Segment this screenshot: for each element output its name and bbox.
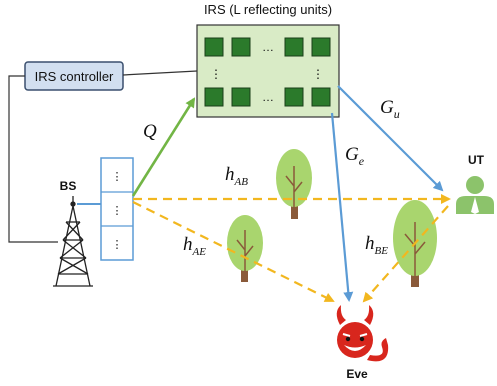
reflecting-unit (311, 87, 331, 107)
channel-hbe-label: hBE (365, 233, 388, 257)
irs-dots-vertical: ⋮ (312, 67, 324, 81)
channel-hae-sub: AE (192, 246, 207, 258)
tree-icon (227, 215, 263, 282)
bs-label: BS (60, 179, 77, 193)
irs-controller: IRS controller (24, 61, 124, 91)
channel-gu-sub: u (394, 107, 400, 121)
reflecting-unit (231, 37, 251, 57)
bs-to-controller-wire (8, 75, 58, 243)
link-irs-to-ut (337, 85, 444, 192)
link-bs-to-irs (131, 97, 196, 197)
channel-hbe-base: h (365, 233, 375, 254)
channel-hbe-sub: BE (375, 245, 389, 257)
channel-ge-sub: e (359, 154, 365, 168)
ut-label: UT (468, 153, 485, 167)
antenna-dots: ⋮ (112, 239, 123, 251)
channel-ge-base: G (345, 144, 359, 165)
controller-to-irs-wire (122, 70, 198, 76)
reflecting-unit (284, 87, 304, 107)
channel-hae-label: hAE (183, 234, 206, 258)
channel-hab-base: h (225, 164, 235, 185)
eve-label: Eve (346, 367, 368, 381)
bs-antenna-array: ⋮ ⋮ ⋮ (77, 157, 134, 261)
antenna-dots: ⋮ (112, 171, 123, 183)
user-icon (456, 176, 494, 214)
irs-panel: … ⋮ ⋮ … (196, 24, 340, 118)
link-irs-to-eve (330, 112, 354, 302)
irs-title: IRS (L reflecting units) (204, 2, 332, 17)
reflecting-unit (204, 37, 224, 57)
tower-icon (53, 196, 93, 287)
irs-dots-vertical: ⋮ (210, 67, 222, 81)
channel-ge-label: Ge (345, 144, 365, 168)
channel-hab-sub: AB (234, 176, 249, 188)
link-bs-to-eve (132, 201, 335, 302)
channel-hae-base: h (183, 234, 193, 255)
reflecting-unit (231, 87, 251, 107)
irs-dots-horizontal: … (262, 90, 274, 104)
irs-dots-horizontal: … (262, 40, 274, 54)
reflecting-unit (204, 87, 224, 107)
antenna-dots: ⋮ (112, 205, 123, 217)
channel-q-label: Q (143, 121, 157, 142)
link-ut-to-eve (362, 205, 449, 303)
channel-gu-base: G (380, 97, 394, 118)
channel-hab-label: hAB (225, 164, 248, 188)
reflecting-unit (311, 37, 331, 57)
devil-icon (336, 305, 389, 362)
irs-controller-label: IRS controller (35, 69, 114, 84)
channel-gu-label: Gu (380, 97, 400, 121)
tree-icon (276, 149, 312, 219)
reflecting-unit (284, 37, 304, 57)
